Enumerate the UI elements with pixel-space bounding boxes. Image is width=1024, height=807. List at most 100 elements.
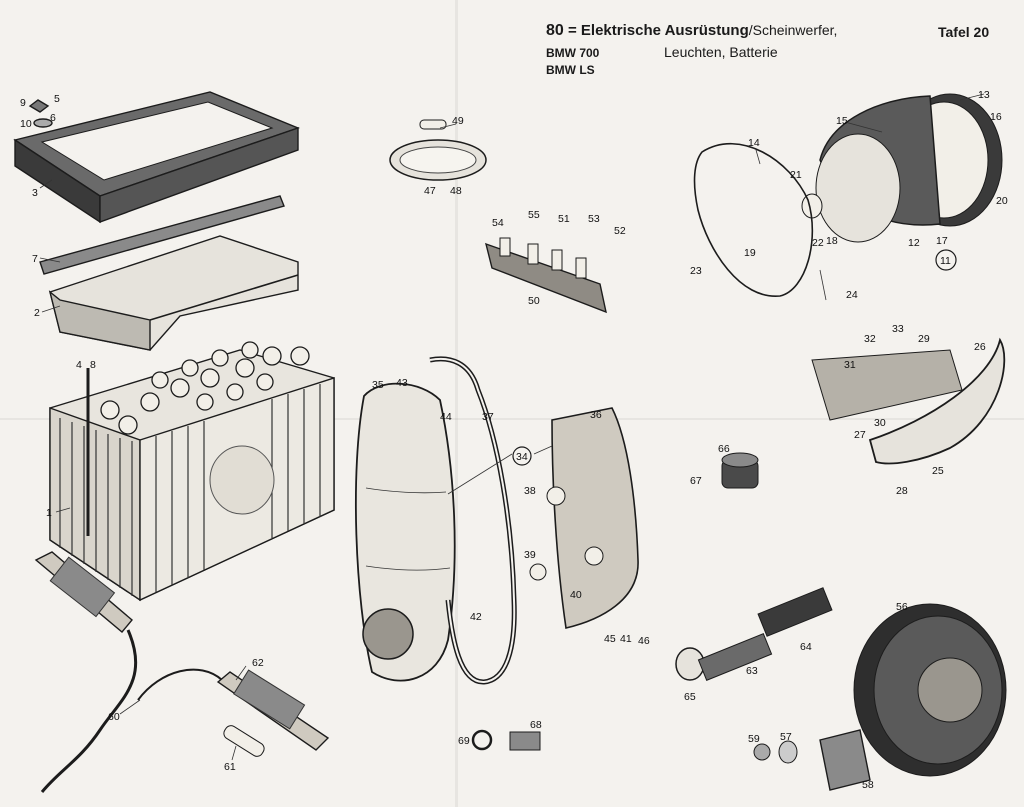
callout-32: 32 [864, 333, 876, 345]
plate-number: Tafel 20 [938, 24, 990, 40]
callout-47: 47 [424, 185, 436, 197]
bulbs-38-39 [529, 486, 566, 581]
page-fold-horizontal [0, 418, 1024, 420]
callout-54: 54 [492, 217, 504, 229]
callout-12: 12 [908, 237, 920, 249]
callout-44: 44 [440, 411, 452, 423]
callout-2: 2 [34, 307, 40, 319]
callout-48: 48 [450, 185, 462, 197]
page-fold-vertical [455, 0, 458, 807]
fuse-box-50 [485, 237, 607, 314]
callout-28: 28 [896, 485, 908, 497]
callout-62: 62 [252, 657, 264, 669]
gasket-14 [693, 142, 814, 297]
lamp-carrier-36 [551, 407, 639, 629]
callout-55: 55 [528, 209, 540, 221]
callout-60: 60 [108, 711, 120, 723]
battery-frame [13, 91, 300, 224]
callout-27: 27 [854, 429, 866, 441]
callout-24: 24 [846, 289, 858, 301]
callout-51: 51 [558, 213, 570, 225]
callout-58: 58 [862, 779, 874, 791]
seal-37 [429, 356, 517, 685]
callout-38: 38 [524, 485, 536, 497]
callout-64: 64 [800, 641, 812, 653]
callout-19: 19 [744, 247, 756, 259]
title-main: Elektrische Ausrüstung [580, 22, 749, 39]
callout-1: 1 [46, 507, 52, 519]
callout-29: 29 [918, 333, 930, 345]
callout-67: 67 [690, 475, 702, 487]
callout-52: 52 [614, 225, 626, 237]
horn-56-58 [753, 603, 1007, 791]
callout-45: 45 [604, 633, 616, 645]
callout-50: 50 [528, 295, 540, 307]
diagram-title: 80 = Elektrische Ausrüstung/Scheinwerfer… [546, 22, 837, 40]
switch-66-67 [721, 452, 759, 489]
callout-69: 69 [458, 735, 470, 747]
callout-11: 11 [940, 255, 951, 267]
callout-4: 4 [76, 359, 82, 371]
callout-35: 35 [372, 379, 384, 391]
callout-26: 26 [974, 341, 986, 353]
callout-5: 5 [54, 93, 60, 105]
callout-41: 41 [620, 633, 632, 645]
callout-42: 42 [470, 611, 482, 623]
callout-36: 36 [590, 409, 602, 421]
leader-lines [39, 93, 985, 761]
callout-10: 10 [20, 118, 32, 130]
callout-25: 25 [932, 465, 944, 477]
callout-65: 65 [684, 691, 696, 703]
battery-strap [39, 195, 285, 275]
title-separator: = [567, 22, 577, 39]
socket-68-69 [471, 729, 541, 751]
callout-68: 68 [530, 719, 542, 731]
callout-46: 46 [638, 635, 650, 647]
callout-30: 30 [874, 417, 886, 429]
callout-15: 15 [836, 115, 848, 127]
callout-17: 17 [936, 235, 948, 247]
title-suffix: /Scheinwerfer, [748, 22, 838, 38]
tail-light-lens-34 [354, 382, 456, 682]
callout-40: 40 [570, 589, 582, 601]
battery-cable-lamps [34, 551, 330, 793]
turn-signal-25-26 [811, 337, 1006, 465]
callout-8: 8 [90, 359, 96, 371]
callout-7: 7 [32, 253, 38, 265]
callout-66: 66 [718, 443, 730, 455]
callout-23: 23 [690, 265, 702, 277]
callout-numbers: 9 5 10 6 3 7 2 4 8 1 60 62 61 49 47 48 5… [20, 89, 1008, 791]
callout-22: 22 [812, 237, 824, 249]
callout-61: 61 [224, 761, 236, 773]
callout-18: 18 [826, 235, 838, 247]
callout-31: 31 [844, 359, 856, 371]
callout-43: 43 [396, 377, 408, 389]
headlamp-11 [801, 93, 1003, 243]
callout-53: 53 [588, 213, 600, 225]
callout-49: 49 [452, 115, 464, 127]
wing-nut-hardware [28, 99, 53, 128]
callout-37: 37 [482, 411, 494, 423]
callout-39: 39 [524, 549, 536, 561]
callout-33: 33 [892, 323, 904, 335]
callout-3: 3 [32, 187, 38, 199]
callout-57: 57 [780, 731, 792, 743]
diagram-subtitle: Leuchten, Batterie [664, 44, 778, 60]
callout-59: 59 [748, 733, 760, 745]
group-number: 80 [546, 22, 564, 39]
model-label-ls: BMW LS [546, 63, 595, 77]
callout-16: 16 [990, 111, 1002, 123]
callout-6: 6 [50, 112, 56, 124]
callout-21: 21 [790, 169, 802, 181]
callout-9: 9 [20, 97, 26, 109]
interior-lamp-47-49 [389, 119, 487, 181]
callout-34: 34 [516, 451, 528, 463]
battery-cover [48, 235, 299, 351]
callout-63: 63 [746, 665, 758, 677]
callout-14: 14 [748, 137, 760, 149]
cigar-lighter-63-65 [675, 587, 833, 681]
callout-20: 20 [996, 195, 1008, 207]
callout-13: 13 [978, 89, 990, 101]
